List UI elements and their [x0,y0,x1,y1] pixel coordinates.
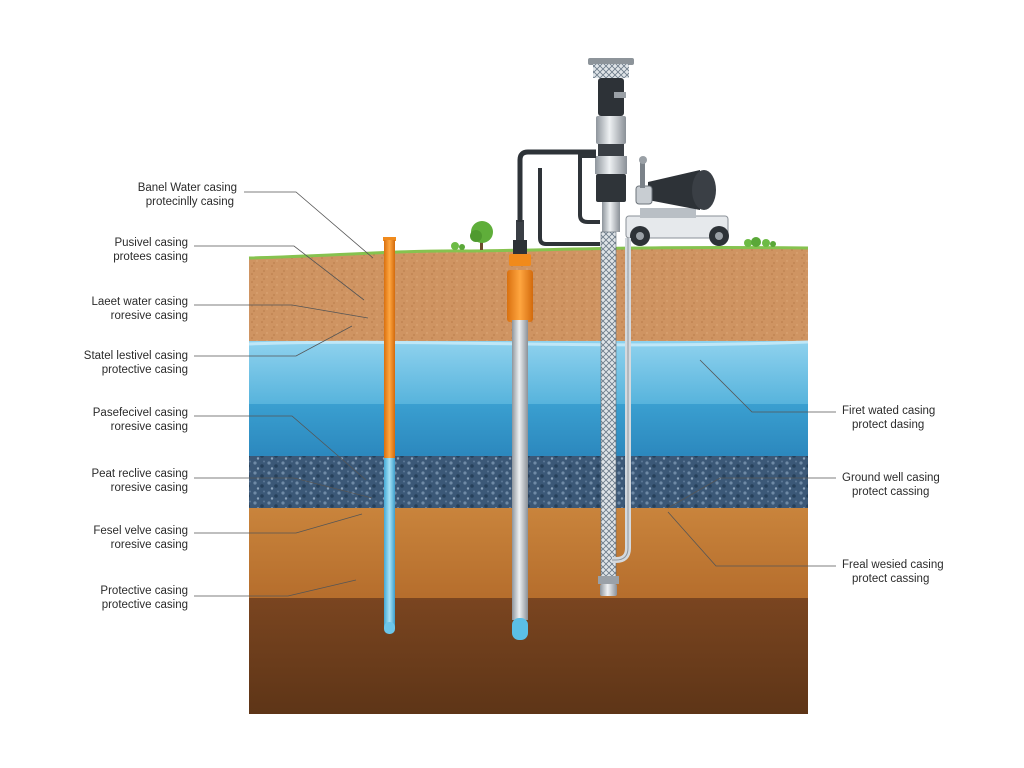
screened-well-casing [598,231,631,596]
label-right-1-line2: protect cassing [852,486,929,498]
soil-cross-section [248,245,809,714]
label-left-6-line1: Fesel velve casing [93,525,188,537]
clay-layer [249,508,808,600]
label-left-3-line2: protective casing [102,364,188,376]
label-left-5-line1: Peat reclive casing [91,468,188,480]
label-left-4-line2: roresive casing [111,421,188,433]
label-right-0-line1: Firet wated casing [842,405,935,417]
left-leader-lines [194,191,374,597]
label-right-0-line2: protect dasing [852,419,924,431]
label-left-0-line1: Banel Water casing [138,182,237,194]
label-left-7-line1: Protective casing [100,585,188,597]
right-leader-lines [667,359,836,567]
left-labels: Banel Water casing protecinlly casing Pu… [84,182,237,611]
lower-water-layer [249,404,808,458]
pump-rig [578,58,729,246]
upper-water-layer [249,341,808,405]
label-left-2-line1: Laeet water casing [91,296,188,308]
gravel-layer [249,456,808,510]
label-right-2-line1: Freal wesied casing [842,559,944,571]
label-left-2-line2: roresive casing [111,310,188,322]
grass-line [248,245,809,260]
label-left-4-line1: Pasefecivel casing [93,407,188,419]
label-right-2-line2: protect cassing [852,573,929,585]
label-left-1-line1: Pusivel casing [114,237,188,249]
label-left-0-line2: protecinlly casing [146,196,234,208]
label-left-1-line2: protees casing [113,251,188,263]
label-left-3-line1: Statel lestivel casing [84,350,188,362]
bedrock-layer [249,598,808,714]
label-left-6-line2: roresive casing [111,539,188,551]
orange-casing-pipe [383,237,396,634]
label-left-5-line2: roresive casing [111,482,188,494]
steel-well-pipe [507,149,600,640]
right-labels: Firet wated casing protect dasing Ground… [842,405,944,585]
label-left-7-line2: protective casing [102,599,188,611]
label-right-1-line1: Ground well casing [842,472,940,484]
tree-icon [451,221,776,250]
